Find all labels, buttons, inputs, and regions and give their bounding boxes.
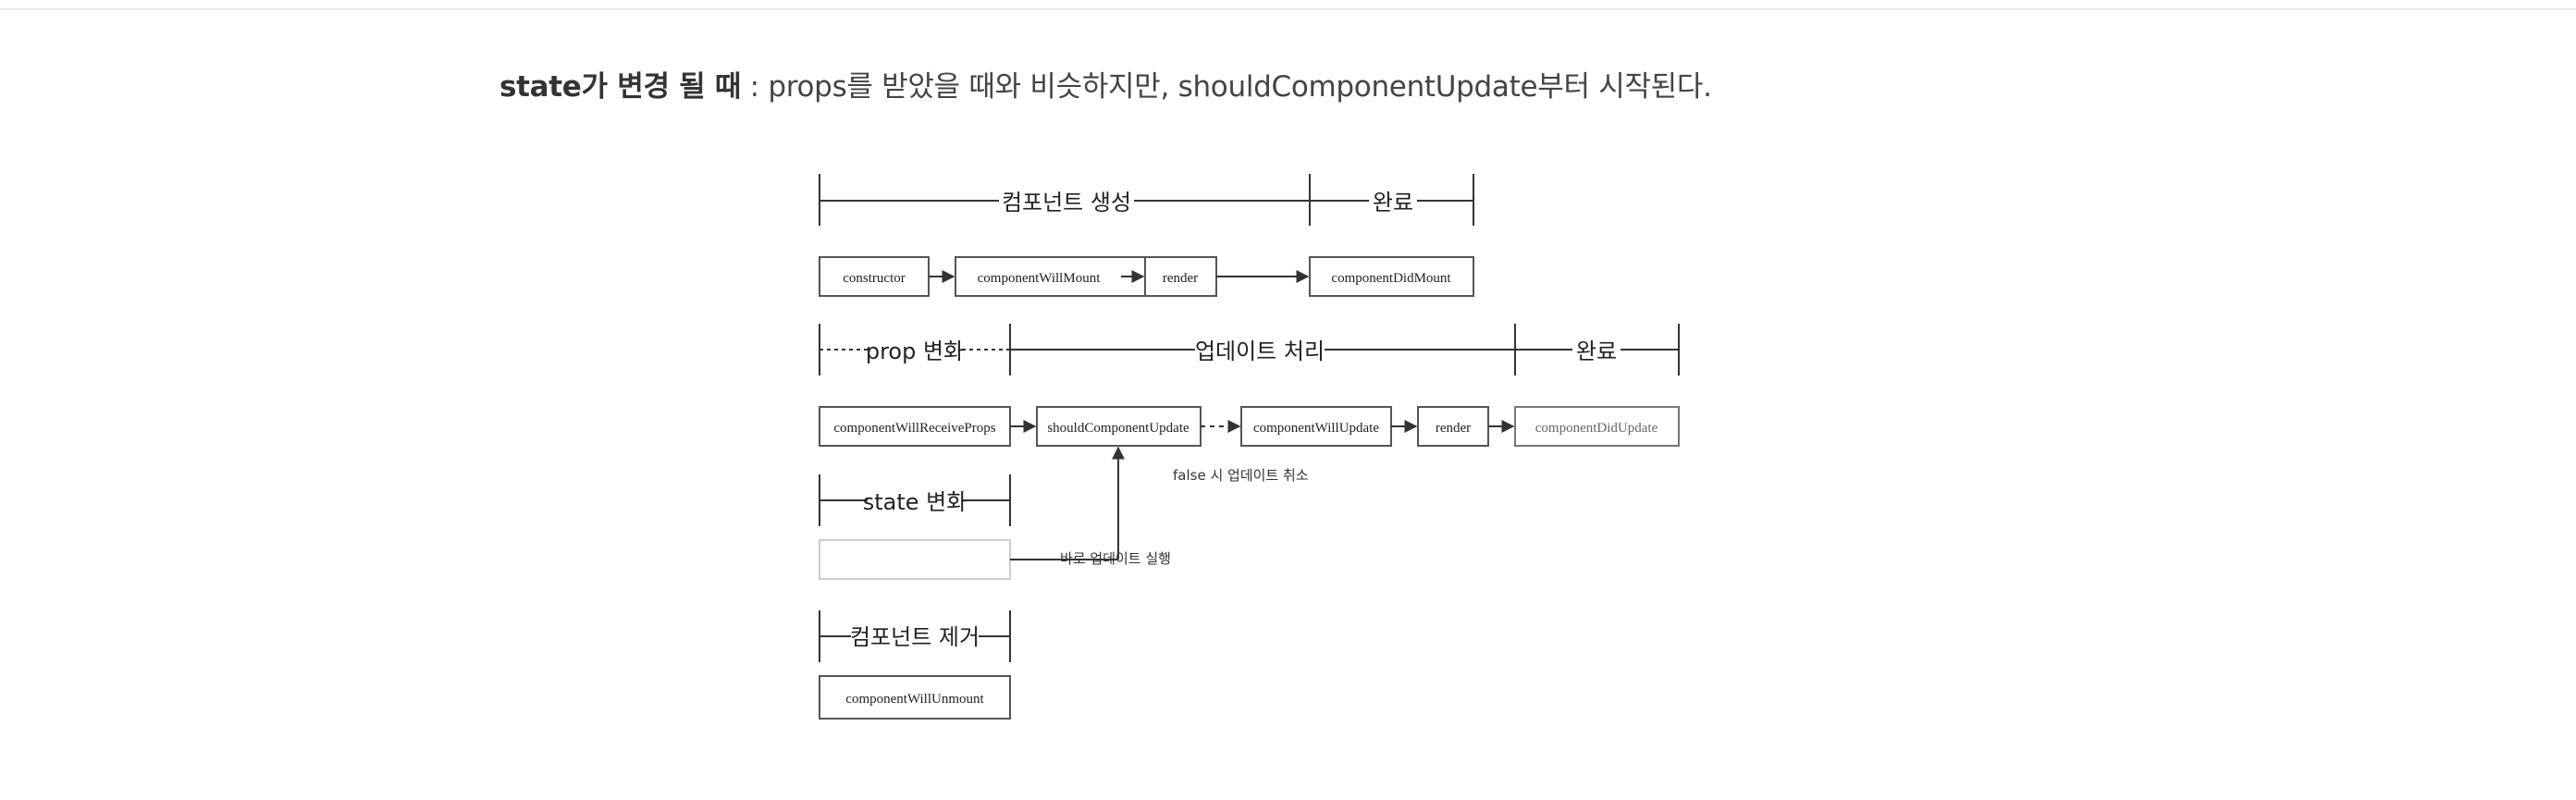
phase-create-bracket (819, 174, 1474, 226)
should-component-update-label: shouldComponentUpdate (1047, 421, 1189, 436)
top-divider (0, 8, 2576, 10)
component-will-update-box (1240, 406, 1392, 447)
component-did-update-box (1514, 406, 1680, 447)
phase-update-bracket (819, 324, 1680, 375)
component-will-mount-box (955, 256, 1146, 297)
component-did-mount-label: componentDidMount (1331, 271, 1451, 286)
phase-update-process-label: 업데이트 처리 (1195, 338, 1325, 364)
constructor-label: constructor (843, 271, 905, 286)
phase-update-done-label: 완료 (1576, 338, 1617, 364)
component-will-receive-props-label: componentWillReceiveProps (833, 421, 995, 436)
phase-prop-change-label: prop 변화 (866, 338, 964, 364)
component-did-update-label: componentDidUpdate (1535, 421, 1658, 436)
should-component-update-box (1036, 406, 1202, 447)
false-cancel-note: false 시 업데이트 취소 (1173, 467, 1309, 484)
component-will-mount-label: componentWillMount (978, 271, 1102, 286)
component-did-mount-box (1309, 256, 1474, 297)
phase-unmount-label: 컴포넌트 제거 (850, 624, 980, 650)
description-paragraph: state가 변경 될 때 : props를 받았을 때와 비슷하지만, sho… (499, 63, 1712, 105)
component-will-receive-props-box (819, 406, 1011, 447)
immediate-update-note: 바로 업데이트 실행 (1060, 550, 1171, 567)
phase-create-label: 컴포넌트 생성 (1002, 190, 1131, 215)
constructor-box (819, 256, 930, 297)
paragraph-bold-lead: state가 변경 될 때 (499, 70, 742, 104)
render-mount-box (1144, 256, 1217, 297)
phase-state-change-label: state 변화 (863, 489, 968, 515)
render-update-label: render (1436, 421, 1471, 436)
component-will-unmount-label: componentWillUnmount (845, 692, 984, 707)
set-state-empty-box (819, 539, 1011, 580)
component-will-unmount-box (819, 675, 1011, 720)
phase-create-done-label: 완료 (1373, 190, 1413, 215)
component-will-update-label: componentWillUpdate (1253, 421, 1379, 436)
phase-state-change-bracket (819, 474, 1011, 526)
render-mount-label: render (1163, 271, 1198, 286)
phase-unmount-bracket (819, 610, 1011, 662)
paragraph-text: : props를 받았을 때와 비슷하지만, shouldComponentUp… (741, 70, 1712, 104)
